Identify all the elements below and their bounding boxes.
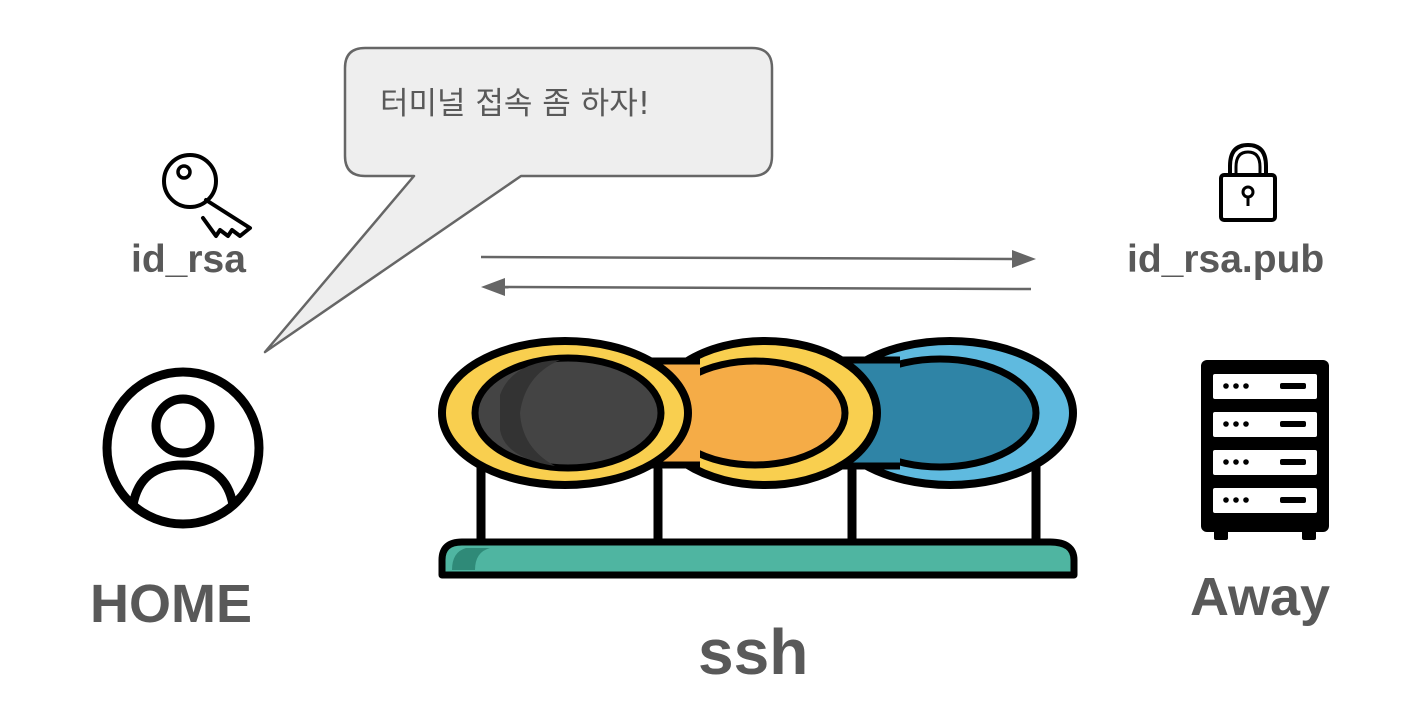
server-icon xyxy=(1201,360,1329,540)
key-icon xyxy=(164,155,250,236)
ssh-label: ssh xyxy=(698,620,808,684)
private-key-label: id_rsa xyxy=(131,240,246,279)
public-key-label: id_rsa.pub xyxy=(1127,240,1324,279)
arrow-to-away xyxy=(481,250,1036,268)
arrow-to-home xyxy=(481,278,1031,296)
bubble-text: 터미널 접속 좀 하자! xyxy=(380,89,650,120)
pipe-icon xyxy=(442,341,1074,575)
user-icon xyxy=(107,372,259,524)
away-label: Away xyxy=(1190,570,1330,624)
lock-icon xyxy=(1221,145,1275,220)
home-label: HOME xyxy=(90,577,252,631)
